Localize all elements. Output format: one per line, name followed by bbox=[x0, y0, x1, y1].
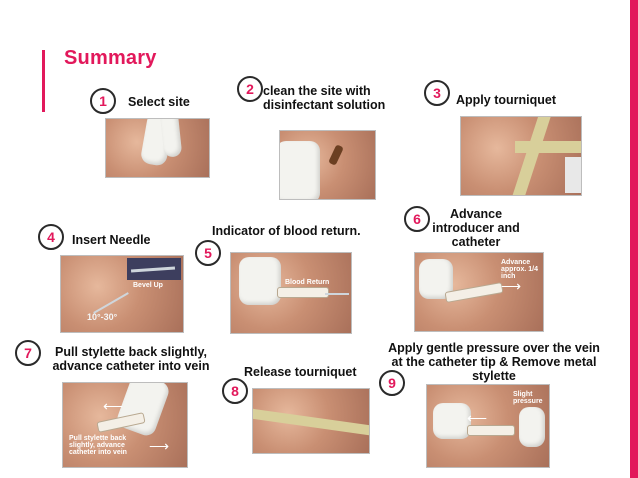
step-7-label: Pull stylette back slightly, advance cat… bbox=[52, 345, 210, 373]
step-1-label: Select site bbox=[128, 95, 190, 109]
tourniquet-band bbox=[515, 141, 581, 153]
glove bbox=[519, 407, 545, 447]
needle bbox=[93, 292, 129, 314]
arrow-right-icon: ⟶ bbox=[501, 278, 522, 294]
needle bbox=[130, 266, 176, 273]
step-9-number: 9 bbox=[379, 370, 405, 396]
step-1-photo bbox=[105, 118, 210, 178]
step-6-label: Advance introducer and catheter bbox=[432, 207, 520, 249]
bevel-inset bbox=[127, 258, 181, 280]
glove bbox=[114, 383, 172, 439]
step-6-photo: Advance approx. 1/4 inch ⟶ bbox=[414, 252, 544, 332]
step-8-number: 8 bbox=[222, 378, 248, 404]
step-9-photo: ⟵ Slight pressure bbox=[426, 384, 550, 468]
catheter bbox=[277, 287, 329, 298]
catheter bbox=[467, 425, 515, 436]
step-4-photo: Bevel Up 10°-30° bbox=[60, 255, 184, 333]
blood-return-overlay: Blood Return bbox=[285, 279, 330, 286]
step-7-photo: ⟵ ⟶ Pull stylette back slightly, advance… bbox=[62, 382, 188, 468]
angle-overlay: 10°-30° bbox=[87, 312, 118, 322]
step-4-number: 4 bbox=[38, 224, 64, 250]
pressure-overlay: Slight pressure bbox=[513, 391, 543, 405]
glove bbox=[433, 403, 471, 439]
tourniquet-band bbox=[511, 117, 551, 195]
step-5-number: 5 bbox=[195, 240, 221, 266]
pull-back-overlay: Pull stylette back slightly, advance cat… bbox=[69, 435, 127, 456]
step-5-label: Indicator of blood return. bbox=[212, 224, 361, 238]
step-3-photo bbox=[460, 116, 582, 196]
tourniquet-band bbox=[253, 408, 369, 436]
right-accent-bar bbox=[630, 0, 638, 478]
step-8-photo bbox=[252, 388, 370, 454]
glove bbox=[239, 257, 281, 305]
needle bbox=[325, 293, 349, 295]
step-4-label: Insert Needle bbox=[72, 233, 151, 247]
step-1-number: 1 bbox=[90, 88, 116, 114]
step-9-label: Apply gentle pressure over the vein at t… bbox=[388, 341, 600, 383]
step-7-number: 7 bbox=[15, 340, 41, 366]
swab bbox=[328, 144, 344, 166]
arrow-right-icon: ⟶ bbox=[149, 438, 170, 454]
arrow-left-icon: ⟵ bbox=[467, 410, 488, 426]
bevel-overlay: Bevel Up bbox=[133, 282, 163, 289]
step-2-label: clean the site with disinfectant solutio… bbox=[263, 84, 386, 112]
step-3-number: 3 bbox=[424, 80, 450, 106]
title-accent-bar bbox=[42, 50, 45, 112]
arrow-left-icon: ⟵ bbox=[103, 398, 124, 414]
step-2-photo bbox=[279, 130, 376, 200]
glove bbox=[280, 141, 320, 199]
step-5-photo: Blood Return bbox=[230, 252, 352, 334]
step-6-number: 6 bbox=[404, 206, 430, 232]
catheter bbox=[444, 282, 504, 303]
step-2-number: 2 bbox=[237, 76, 263, 102]
advance-overlay: Advance approx. 1/4 inch bbox=[501, 259, 538, 280]
page-title: Summary bbox=[64, 47, 157, 69]
gown bbox=[565, 157, 581, 193]
step-3-label: Apply tourniquet bbox=[456, 93, 556, 107]
step-8-label: Release tourniquet bbox=[244, 365, 357, 379]
